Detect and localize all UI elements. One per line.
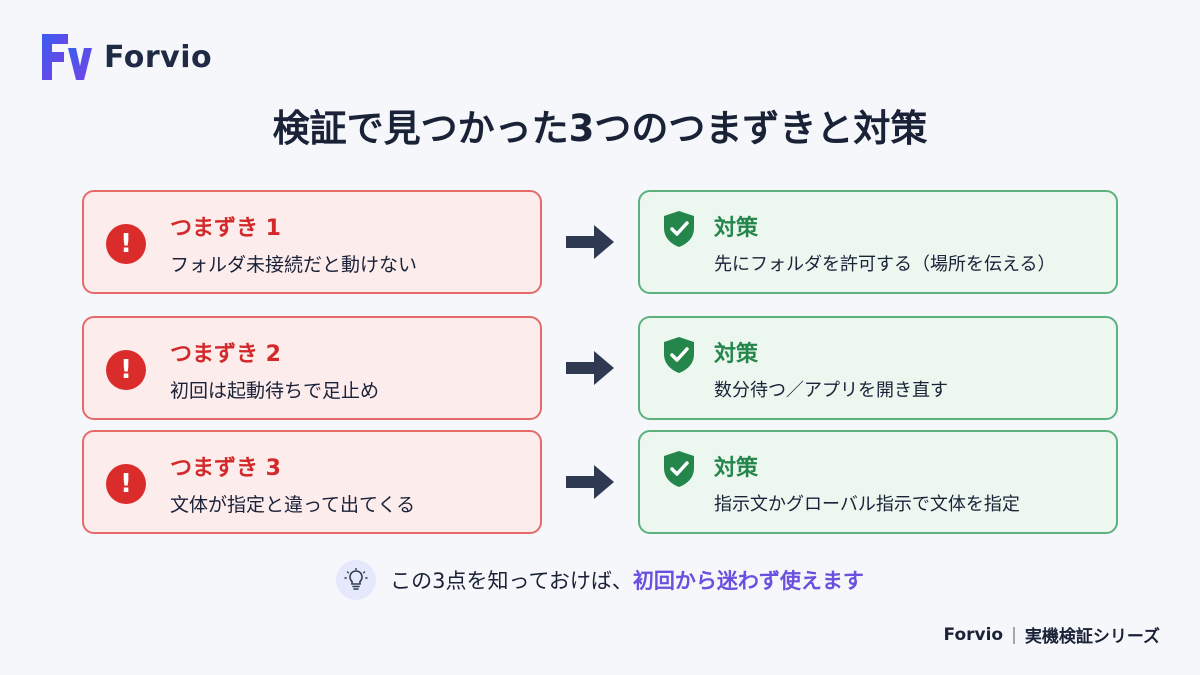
page-title: 検証で見つかった3つのつまずきと対策 [272,107,928,150]
problem-text: 初回は起動待ちで足止め [170,380,380,402]
footer-series: 実機検証シリーズ [1024,627,1160,647]
problem-card-2: ! つまずき 2 初回は起動待ちで足止め [82,316,542,420]
exclamation-circle-icon: ! [106,464,146,504]
tip-text: この3点を知っておけば、 [390,569,633,593]
problem-card-1: ! つまずき 1 フォルダ未接続だと動けない [82,190,542,294]
solution-card-1: 対策 先にフォルダを許可する（場所を伝える） [638,190,1118,294]
problem-text: フォルダ未接続だと動けない [170,254,418,276]
footer: Forvio | 実機検証シリーズ [943,622,1160,648]
shield-check-icon [664,451,694,487]
issue-row-2: ! つまずき 2 初回は起動待ちで足止め 対策 数分待つ／アプリを開き直す [82,316,1118,420]
tip-banner: この3点を知っておけば、 初回から迷わず使えます [0,560,1200,600]
forvio-logo-icon [42,34,92,80]
shield-check-icon [664,211,694,247]
problem-label: つまずき 2 [170,342,281,367]
solution-card-3: 対策 指示文かグローバル指示で文体を指定 [638,430,1118,534]
problem-label: つまずき 1 [170,216,281,241]
solution-text: 先にフォルダを許可する（場所を伝える） [714,254,1056,275]
problem-card-3: ! つまずき 3 文体が指定と違って出てくる [82,430,542,534]
problem-label: つまずき 3 [170,456,281,481]
arrow-right-icon [566,351,614,385]
shield-check-icon [664,337,694,373]
footer-brand: Forvio [943,624,1004,645]
brand-logo: Forvio [38,30,212,84]
footer-separator: | [1011,624,1017,645]
solution-text: 指示文かグローバル指示で文体を指定 [714,494,1020,515]
brand-name: Forvio [104,39,213,75]
solution-card-2: 対策 数分待つ／アプリを開き直す [638,316,1118,420]
arrow-right-icon [566,465,614,499]
solution-label: 対策 [714,216,759,241]
tip-highlight: 初回から迷わず使えます [632,569,864,593]
arrow-right-icon [566,225,614,259]
solution-text: 数分待つ／アプリを開き直す [714,380,948,401]
problem-text: 文体が指定と違って出てくる [170,494,416,516]
exclamation-circle-icon: ! [106,224,146,264]
issue-row-1: ! つまずき 1 フォルダ未接続だと動けない 対策 先にフォルダを許可する（場所… [82,190,1118,294]
solution-label: 対策 [714,342,759,367]
lightbulb-icon [336,560,377,600]
exclamation-circle-icon: ! [106,350,146,390]
issue-row-3: ! つまずき 3 文体が指定と違って出てくる 対策 指示文かグローバル指示で文体… [82,430,1118,534]
solution-label: 対策 [714,456,759,481]
